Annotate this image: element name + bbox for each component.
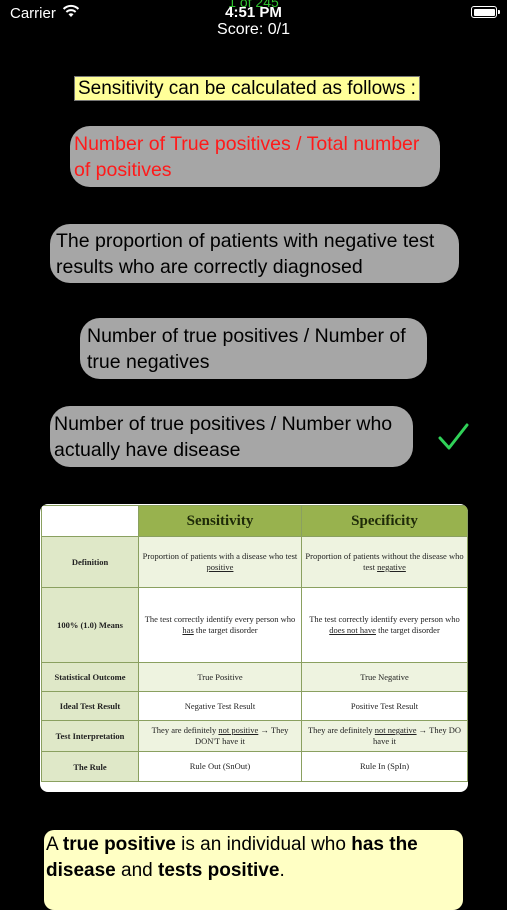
table-cell-sens: Proportion of patients with a disease wh… — [138, 536, 302, 588]
table-cell-spec: Rule In (SpIn) — [301, 751, 468, 782]
status-time: 4:51 PM — [225, 4, 282, 21]
table-row-label: Statistical Outcome — [41, 662, 139, 692]
explanation-text: and — [115, 860, 158, 881]
table-cell-spec: The test correctly identify every person… — [301, 587, 468, 663]
table-row-label: Definition — [41, 536, 139, 588]
explanation-bold-text: tests positive — [158, 860, 280, 881]
table-row-label: The Rule — [41, 751, 139, 782]
checkmark-icon — [438, 423, 469, 450]
explanation-bold-text: has the disease — [46, 834, 418, 881]
answer-option-4[interactable]: Number of true positives / Number who ac… — [50, 406, 413, 467]
explanation-bold-text: true positive — [62, 834, 176, 855]
explanation-text: A — [46, 834, 63, 855]
question-text: Sensitivity can be calculated as follows… — [74, 76, 420, 101]
question-progress: 1 of 245 — [228, 0, 279, 10]
table-cell-spec: Positive Test Result — [301, 691, 468, 721]
carrier-label: Carrier — [10, 5, 56, 22]
score-label: Score: 0/1 — [217, 21, 290, 38]
table-header-blank — [41, 505, 139, 537]
wifi-icon — [62, 4, 80, 17]
table-cell-spec: True Negative — [301, 662, 468, 692]
battery-icon — [471, 6, 500, 18]
table-row-label: Test Interpretation — [41, 720, 139, 752]
table-cell-sens: True Positive — [138, 662, 302, 692]
answer-option-3[interactable]: Number of true positives / Number of tru… — [80, 318, 427, 379]
table-header-specificity: Specificity — [301, 505, 468, 537]
table-cell-sens: They are definitely not positive → They … — [138, 720, 302, 752]
table-row-label: 100% (1.0) Means — [41, 587, 139, 663]
answer-option-1[interactable]: Number of True positives / Total number … — [70, 126, 440, 187]
table-cell-spec: They are definitely not negative → They … — [301, 720, 468, 752]
table-cell-sens: The test correctly identify every person… — [138, 587, 302, 663]
table-cell-sens: Rule Out (SnOut) — [138, 751, 302, 782]
answer-option-2[interactable]: The proportion of patients with negative… — [50, 224, 459, 283]
table-row-label: Ideal Test Result — [41, 691, 139, 721]
table-cell-spec: Proportion of patients without the disea… — [301, 536, 468, 588]
explanation-text: is an individual who — [175, 834, 352, 855]
explanation-text: . — [279, 860, 285, 881]
table-header-sensitivity: Sensitivity — [138, 505, 302, 537]
explanation-box: A true positive is an individual who has… — [44, 830, 463, 910]
table-cell-sens: Negative Test Result — [138, 691, 302, 721]
